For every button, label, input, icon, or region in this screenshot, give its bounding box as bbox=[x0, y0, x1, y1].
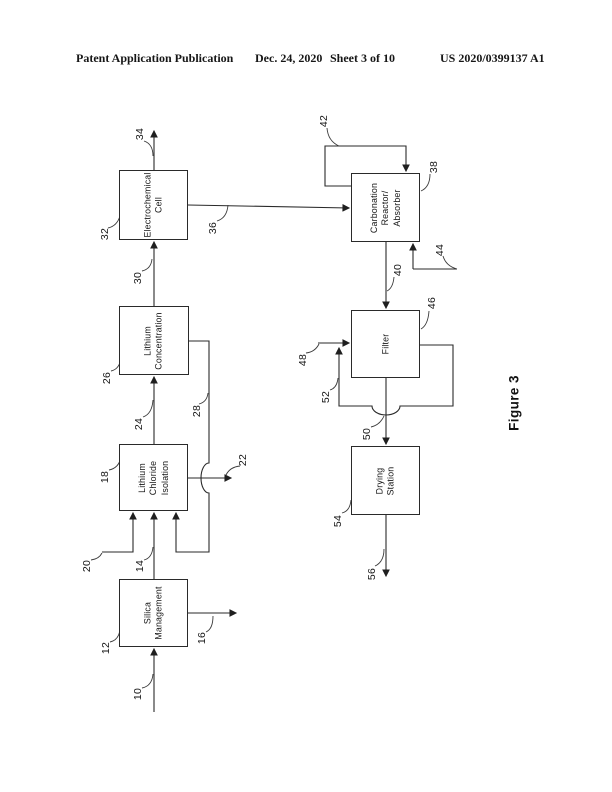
box-lithium-concentration: Lithium Concentration bbox=[119, 306, 189, 375]
ref-numeral-28: 28 bbox=[191, 404, 203, 418]
ref-numeral-52: 52 bbox=[320, 390, 332, 404]
ref-numeral-30: 30 bbox=[132, 271, 144, 285]
leader-56 bbox=[374, 548, 385, 567]
leader-42 bbox=[326, 127, 340, 147]
arrow-28-recycle bbox=[172, 340, 210, 553]
arrow-52-recycle bbox=[335, 344, 454, 416]
ref-numeral-56: 56 bbox=[366, 567, 378, 581]
box-lithium-concentration-label: Lithium Concentration bbox=[142, 311, 164, 370]
ref-numeral-36: 36 bbox=[207, 221, 219, 235]
box-silica-management: Silica Management bbox=[119, 579, 188, 647]
box-carbonation-reactor-label: Carbonation Reactor/ Absorber bbox=[368, 182, 402, 233]
arrow-42-loop bbox=[324, 145, 410, 187]
leader-16 bbox=[205, 615, 214, 633]
ref-numeral-24: 24 bbox=[133, 417, 145, 431]
leader-50 bbox=[370, 415, 385, 428]
leader-36 bbox=[216, 204, 229, 222]
leader-40 bbox=[386, 276, 395, 292]
leader-34 bbox=[143, 140, 154, 157]
ref-numeral-48: 48 bbox=[297, 353, 309, 367]
leader-28 bbox=[198, 392, 209, 405]
ref-numeral-46: 46 bbox=[426, 296, 438, 310]
ref-numeral-32: 32 bbox=[99, 227, 111, 241]
ref-numeral-38: 38 bbox=[428, 160, 440, 174]
ref-numeral-54: 54 bbox=[332, 514, 344, 528]
ref-numeral-16: 16 bbox=[196, 631, 208, 645]
ref-numeral-40: 40 bbox=[392, 263, 404, 277]
ref-numeral-20: 20 bbox=[81, 559, 93, 573]
ref-numeral-26: 26 bbox=[101, 371, 113, 385]
leader-20 bbox=[90, 552, 103, 561]
ref-numeral-18: 18 bbox=[99, 470, 111, 484]
leader-10 bbox=[141, 673, 154, 689]
box-electrochemical-cell-label: Electrochemical Cell bbox=[142, 172, 164, 238]
box-lithium-chloride-isolation: Lithium Chloride Isolation bbox=[119, 444, 188, 511]
leader-24 bbox=[142, 399, 154, 418]
box-filter: Filter bbox=[351, 310, 420, 378]
ref-numeral-10: 10 bbox=[132, 687, 144, 701]
box-drying-station-label: Drying Station bbox=[374, 466, 396, 495]
ref-numeral-34: 34 bbox=[134, 127, 146, 141]
leader-14 bbox=[143, 546, 154, 561]
header-publisher: Patent Application Publication bbox=[76, 51, 234, 65]
leader-38 bbox=[420, 173, 431, 192]
box-lithium-chloride-isolation-label: Lithium Chloride Isolation bbox=[136, 460, 170, 495]
ref-numeral-42: 42 bbox=[318, 114, 330, 128]
leader-54 bbox=[341, 499, 352, 514]
leader-52 bbox=[329, 377, 339, 391]
box-silica-management-label: Silica Management bbox=[142, 586, 164, 640]
box-carbonation-reactor: Carbonation Reactor/ Absorber bbox=[351, 173, 420, 242]
figure-caption: Figure 3 bbox=[506, 375, 522, 431]
leader-44 bbox=[442, 255, 458, 270]
box-electrochemical-cell: Electrochemical Cell bbox=[119, 170, 188, 240]
header-date: Dec. 24, 2020 bbox=[255, 51, 323, 65]
leader-46 bbox=[420, 310, 430, 330]
box-filter-label: Filter bbox=[379, 333, 390, 355]
ref-numeral-22: 22 bbox=[237, 453, 249, 467]
leader-22 bbox=[225, 465, 241, 476]
box-drying-station: Drying Station bbox=[351, 446, 420, 515]
leader-30 bbox=[141, 258, 153, 272]
ref-numeral-50: 50 bbox=[361, 427, 373, 441]
ref-numeral-12: 12 bbox=[100, 641, 112, 655]
header-patent-number: US 2020/0399137 A1 bbox=[440, 51, 545, 65]
arrow-36 bbox=[187, 204, 351, 212]
arrow-20-input bbox=[102, 511, 137, 553]
ref-numeral-14: 14 bbox=[134, 559, 146, 573]
leader-48 bbox=[305, 343, 320, 354]
ref-numeral-44: 44 bbox=[434, 243, 446, 257]
header-sheet-number: Sheet 3 of 10 bbox=[330, 51, 395, 65]
